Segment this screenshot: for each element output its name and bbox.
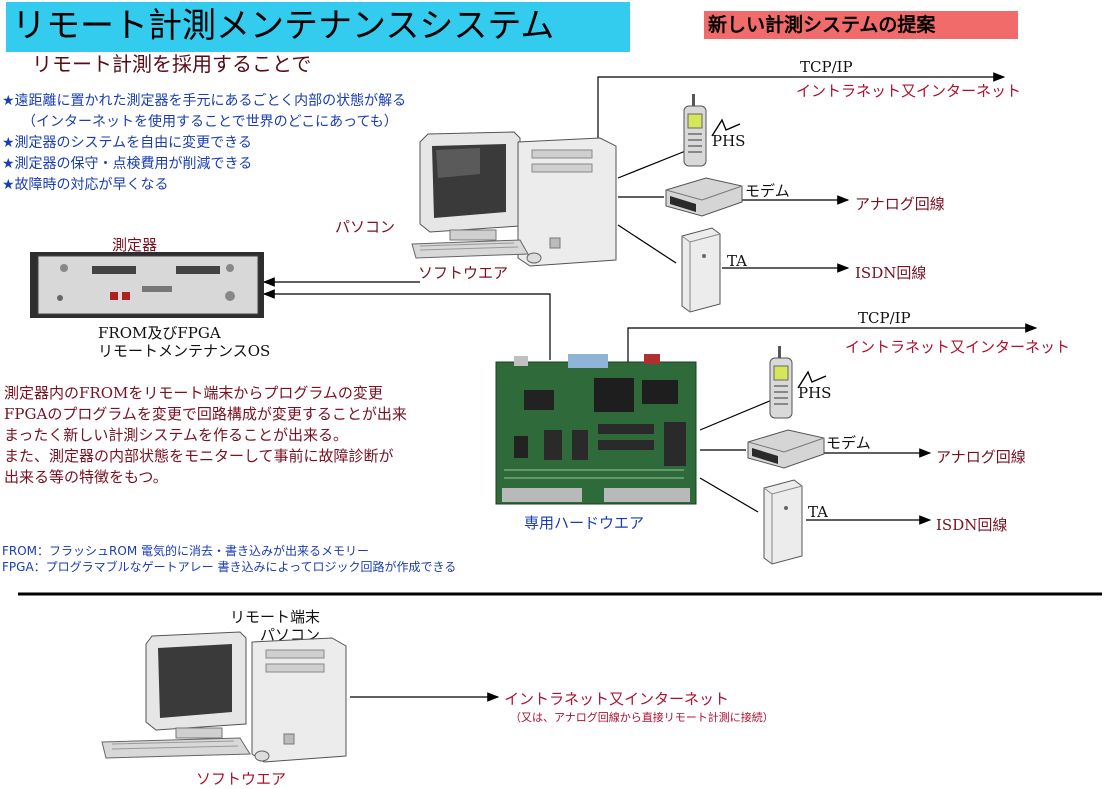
phs-label: PHS [712, 132, 746, 150]
pc-label: パソコン [335, 218, 396, 236]
description-line: 出来る等の特徴をもつ。 [4, 468, 168, 486]
phs-phone-icon [683, 94, 707, 167]
modem-icon [665, 177, 743, 217]
remote-note: （又は、アナログ回線から直接リモート計測に接続） [510, 711, 774, 724]
phs-label-mid: PHS [798, 384, 832, 402]
description-line: また、測定器の内部状態をモニターして事前に故障診断が [4, 447, 394, 465]
ta-line-top [617, 224, 677, 264]
title-banner [6, 2, 630, 52]
benefit-item: ★遠距離に置かれた測定器を手元にあるごとく内部の状態が解る [2, 93, 407, 109]
isdn-line-label: ISDN回線 [855, 264, 927, 282]
tcpip-line-top [597, 72, 1006, 145]
internet-label: イントラネット又インターネット [796, 82, 1022, 100]
isdn-line-label-mid: ISDN回線 [936, 516, 1008, 534]
proposal-banner [704, 11, 1018, 39]
phs-phone-icon [769, 346, 793, 419]
software-label: ソフトウエア [418, 264, 509, 282]
proposal-title: 新しい計測システムの提案 [708, 14, 936, 36]
dedicated-hardware-board-icon [495, 354, 697, 505]
benefit-item: ★故障時の対応が早くなる [2, 177, 169, 193]
modem-icon [747, 429, 825, 469]
analog-line-label: アナログ回線 [855, 195, 945, 213]
description-line: 測定器内のFROMをリモート端末からプログラムの変更 [4, 384, 383, 402]
glossary-from: FROM：フラッシュROM 電気的に消去・書き込みが出来るメモリー [2, 544, 369, 558]
instrument-icon [30, 252, 264, 318]
instrument-label: 測定器 [112, 236, 158, 254]
os-label-line1: FROM及びFPGA [98, 324, 221, 342]
ta-label-mid: TA [808, 503, 829, 521]
board-to-instrument-arrow [262, 289, 551, 360]
personal-computer-icon [411, 131, 617, 267]
benefit-item: （インターネットを使用することで世界のどこにあっても） [22, 114, 398, 130]
glossary-fpga: FPGA：プログラマブルなゲートアレー 書き込みによってロジック回路が作成できる [2, 560, 457, 574]
signal-icon [797, 370, 827, 389]
remote-terminal-label: リモート端末 [230, 608, 321, 626]
internet-label-mid: イントラネット又インターネット [845, 338, 1071, 356]
remote-computer-icon [101, 631, 347, 763]
tcpip-label-mid: TCP/IP [858, 309, 911, 327]
ta-label: TA [727, 252, 748, 270]
phs-line-top [617, 149, 689, 179]
dedicated-hardware-label: 専用ハードウエア [524, 514, 645, 532]
terminal-adapter-icon [763, 479, 803, 565]
tcpip-line-mid [627, 323, 1038, 362]
analog-line-label-mid: アナログ回線 [936, 448, 1026, 466]
subtitle: リモート計測を採用することで [32, 52, 312, 76]
description-line: FPGAのプログラムを変更で回路構成が変更することが出来 [4, 405, 407, 423]
modem-label: モデム [745, 182, 790, 200]
benefit-item: ★測定器の保守・点検費用が削減できる [2, 156, 253, 172]
os-label-line2: リモートメンテナンスOS [98, 342, 271, 360]
signal-icon [711, 118, 741, 137]
ta-line-mid [699, 477, 759, 513]
remote-software-label: ソフトウエア [196, 770, 287, 788]
modem-label-mid: モデム [826, 434, 871, 452]
benefit-item: ★測定器のシステムを自由に変更できる [2, 135, 252, 151]
terminal-adapter-icon [681, 227, 721, 313]
remote-internet-label: イントラネット又インターネット [504, 690, 730, 708]
page-title: リモート計測メンテナンスシステム [12, 6, 555, 46]
tcpip-label: TCP/IP [800, 58, 853, 76]
phs-line-mid [699, 399, 773, 431]
description-line: まったく新しい計測システムを作ることが出来る。 [4, 426, 348, 444]
